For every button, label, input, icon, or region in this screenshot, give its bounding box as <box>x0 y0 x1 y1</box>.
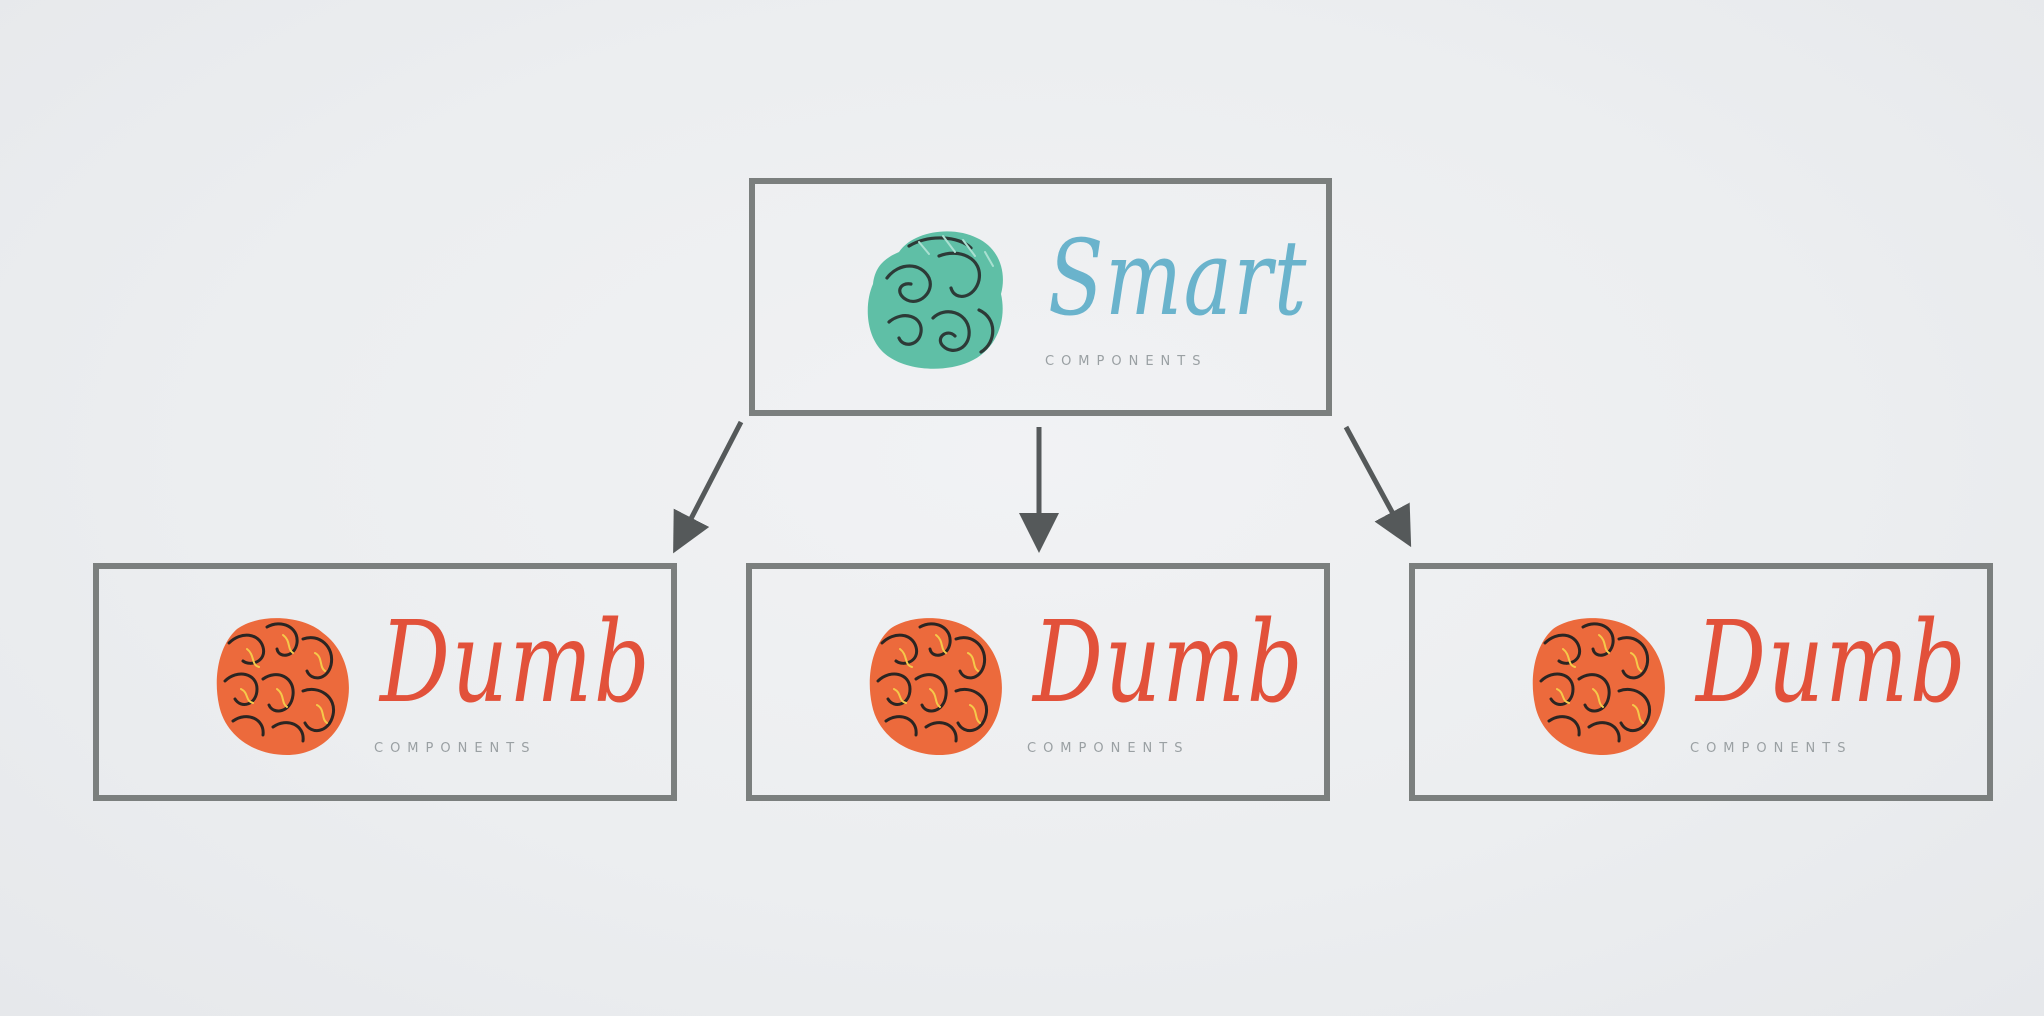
smart-title: Smart <box>1048 217 1309 339</box>
dumb-brain-icon <box>1532 618 1665 755</box>
arrow-right <box>1343 425 1412 548</box>
smart-brain-icon <box>867 231 1003 369</box>
dumb-components-box-1: Dumb COMPONENTS <box>93 563 677 801</box>
smart-components-box: Smart COMPONENTS <box>749 178 1332 416</box>
dumb-title: Dumb <box>1696 598 1968 728</box>
dumb-brain-icon <box>869 618 1002 755</box>
dumb-subtitle: COMPONENTS <box>374 741 537 756</box>
dumb-title: Dumb <box>380 598 652 728</box>
dumb-brain-icon <box>216 618 349 755</box>
dumb-subtitle: COMPONENTS <box>1690 741 1853 756</box>
dumb-subtitle: COMPONENTS <box>1027 741 1190 756</box>
dumb-components-box-3: Dumb COMPONENTS <box>1409 563 1993 801</box>
dumb-components-box-2: Dumb COMPONENTS <box>746 563 1330 801</box>
dumb-title: Dumb <box>1033 598 1305 728</box>
arrow-left <box>673 420 744 554</box>
smart-subtitle: COMPONENTS <box>1045 354 1208 369</box>
